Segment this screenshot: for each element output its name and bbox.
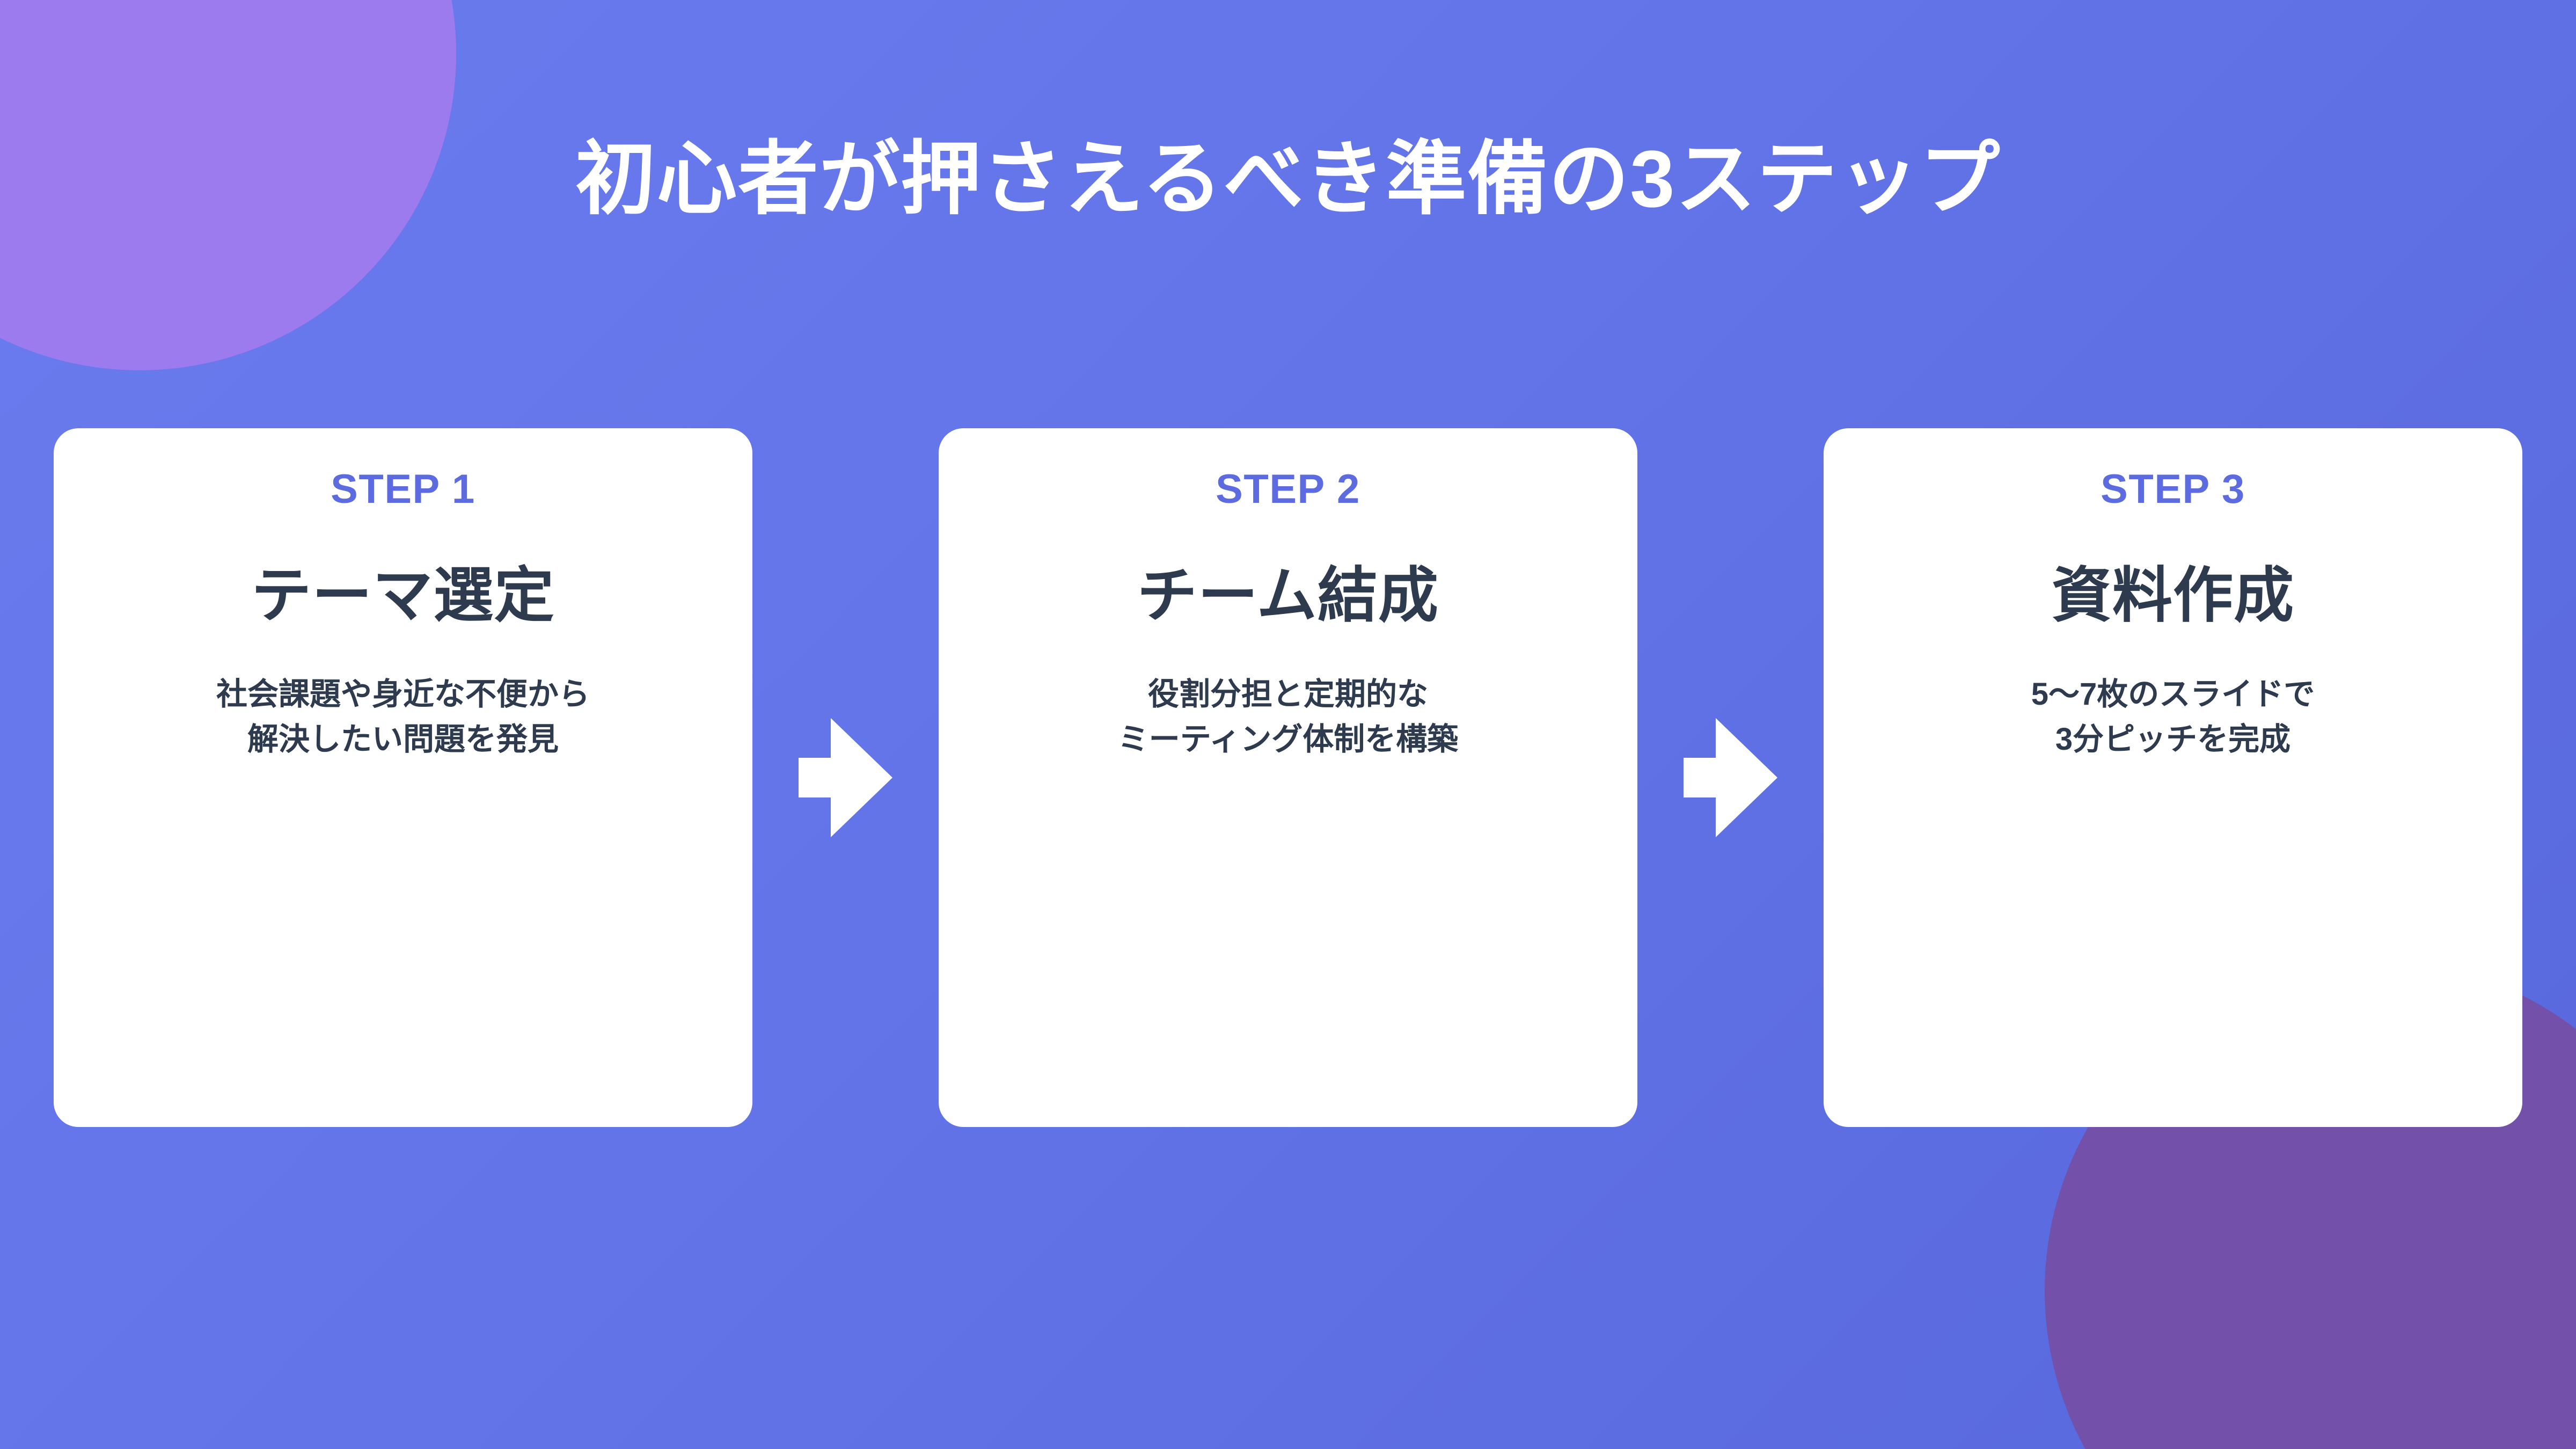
step-title-3: 資料作成 bbox=[2051, 561, 2295, 629]
step-description-1: 社会課題や身近な不便から 解決したい問題を発見 bbox=[216, 677, 590, 757]
arrow-head bbox=[831, 718, 892, 837]
step-label-3: STEP 3 bbox=[2101, 466, 2245, 512]
step-card-2[interactable]: STEP 2 チーム結成 役割分担と定期的な ミーティング体制を構築 bbox=[939, 428, 1637, 1127]
slide-title: 初心者が押さえるべき準備の3ステップ bbox=[575, 133, 2001, 224]
arrow-head bbox=[1716, 718, 1777, 837]
step-label-1: STEP 1 bbox=[331, 466, 475, 512]
step-card-3[interactable]: STEP 3 資料作成 5〜7枚のスライドで 3分ピッチを完成 bbox=[1824, 428, 2522, 1127]
connector-2 bbox=[1637, 716, 1824, 839]
step-label-2: STEP 2 bbox=[1216, 466, 1360, 512]
step-title-1: テーマ選定 bbox=[251, 561, 555, 629]
step-title-2: チーム結成 bbox=[1137, 561, 1439, 629]
arrow-right-icon bbox=[1684, 718, 1777, 837]
arrow-right-icon bbox=[799, 718, 892, 837]
steps-container: STEP 1 テーマ選定 社会課題や身近な不便から 解決したい問題を発見 STE… bbox=[54, 428, 2522, 1127]
connector-1 bbox=[752, 716, 939, 839]
step-description-2: 役割分担と定期的な ミーティング体制を構築 bbox=[1117, 677, 1459, 757]
step-description-3: 5〜7枚のスライドで 3分ピッチを完成 bbox=[2031, 677, 2315, 757]
step-card-1[interactable]: STEP 1 テーマ選定 社会課題や身近な不便から 解決したい問題を発見 bbox=[54, 428, 752, 1127]
